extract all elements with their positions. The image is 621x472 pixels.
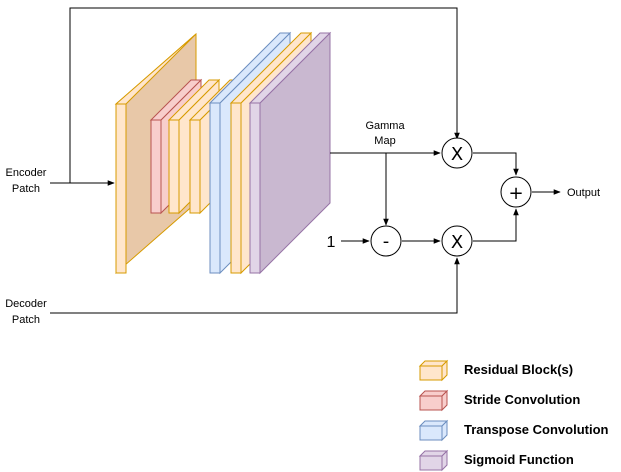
multiply-node-lower: X — [441, 225, 473, 257]
multiply-symbol-lower: X — [451, 232, 463, 253]
legend-swatch — [419, 365, 443, 381]
encoder-label-line2: Patch — [12, 183, 40, 195]
legend-item: Residual Block(s) — [418, 359, 573, 382]
gamma-map-label-line1: Gamma — [365, 120, 405, 132]
constant-one-label: 1 — [327, 234, 336, 251]
multiply-node-upper: X — [441, 137, 473, 169]
decoder-label-line1: Decoder — [5, 298, 47, 310]
legend: Residual Block(s) Stride ConvolutionTrans… — [418, 359, 609, 472]
legend-swatch — [419, 455, 443, 471]
upper-multiply-to-add-arrow — [473, 152, 519, 176]
subtract-node: - — [370, 225, 402, 257]
add-node: + — [500, 176, 532, 208]
legend-item: Transpose Convolution — [418, 419, 609, 442]
gamma-map-label-line2: Map — [374, 135, 395, 147]
legend-item: Sigmoid Function — [418, 449, 574, 472]
decoder-label-line2: Patch — [12, 314, 40, 326]
skip-connection-arrow — [69, 7, 460, 183]
legend-label: Residual Block(s) — [464, 362, 573, 377]
legend-label: Sigmoid Function — [464, 452, 574, 467]
legend-swatch — [419, 425, 443, 441]
legend-label: Transpose Convolution — [464, 422, 609, 437]
lower-multiply-to-add-arrow — [473, 208, 519, 242]
output-label: Output — [567, 187, 600, 199]
connections — [50, 7, 561, 314]
encoder-label-line1: Encoder — [6, 167, 47, 179]
multiply-symbol-upper: X — [451, 144, 463, 165]
subtract-symbol: - — [383, 231, 390, 252]
legend-item: Stride Convolution — [418, 389, 580, 412]
sigmoid-function-block — [248, 31, 332, 275]
legend-swatch — [419, 395, 443, 411]
legend-label: Stride Convolution — [464, 392, 580, 407]
decoder-input-arrow — [50, 257, 460, 314]
add-symbol: + — [508, 183, 523, 204]
